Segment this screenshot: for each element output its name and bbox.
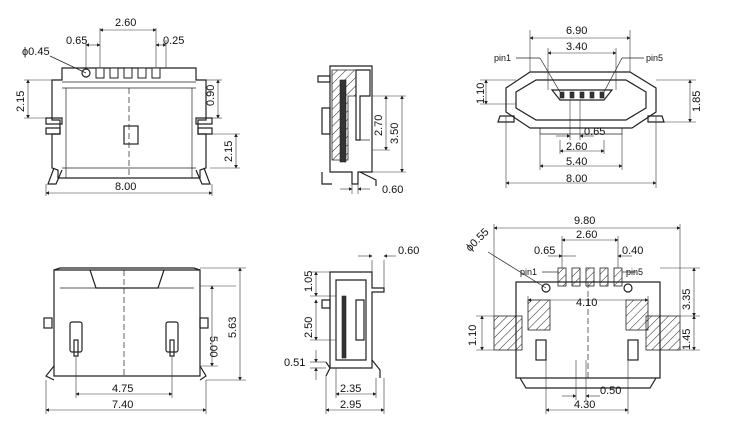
dim-label: 8.00 bbox=[566, 173, 587, 185]
alignment-hole-icon bbox=[623, 283, 633, 293]
dim-label: 3.35 bbox=[681, 289, 693, 310]
dim-label: 1.45 bbox=[681, 329, 693, 350]
dim-label: ϕ0.55 bbox=[464, 226, 492, 254]
dim-label: 2.70 bbox=[373, 115, 385, 136]
dim-label: 9.80 bbox=[574, 215, 595, 227]
dim-label: 0.25 bbox=[163, 35, 184, 47]
alignment-hole-icon bbox=[541, 283, 551, 293]
dim-label: 0.60 bbox=[398, 245, 419, 257]
mounting-pad-right bbox=[645, 315, 681, 351]
dim-label: 2.60 bbox=[115, 17, 136, 29]
dim-label: 2.95 bbox=[340, 399, 361, 411]
view-side-top: 2.70 3.50 0.60 bbox=[317, 65, 406, 196]
dim-label: 0.65 bbox=[584, 126, 605, 138]
dim-label: 2.50 bbox=[303, 317, 315, 338]
pin-row bbox=[95, 67, 161, 79]
view-side-bottom: 0.60 1.05 2.50 0.51 2.35 2.95 bbox=[284, 245, 419, 414]
dim-label: 7.40 bbox=[112, 399, 133, 411]
pin1-label: pin1 bbox=[494, 53, 511, 63]
signal-pads bbox=[557, 267, 623, 287]
dim-label: ϕ0.45 bbox=[22, 46, 50, 58]
dim-label: 1.10 bbox=[467, 325, 479, 346]
dim-label: 2.35 bbox=[340, 383, 361, 395]
dim-label: 1.05 bbox=[303, 271, 315, 292]
pin5-label: pin5 bbox=[626, 267, 643, 277]
dim-label: 2.15 bbox=[15, 91, 27, 112]
mounting-pad-left bbox=[493, 315, 523, 351]
dim-label: 5.40 bbox=[566, 156, 587, 168]
dim-label: 5.63 bbox=[227, 317, 239, 338]
view-front-top: 2.60 0.65 0.25 ϕ0.45 2.15 0.90 2.15 8.00 bbox=[15, 17, 240, 196]
dim-label: 0.40 bbox=[622, 245, 643, 257]
pin5-label: pin5 bbox=[646, 53, 663, 63]
dim-label: 2.15 bbox=[223, 141, 235, 162]
dim-label: 5.00 bbox=[207, 336, 219, 357]
dim-label: 0.50 bbox=[600, 385, 621, 397]
dim-label: 4.10 bbox=[576, 297, 597, 309]
view-mating-face: pin1 pin5 6.90 3.40 1.10 1.85 0.65 2.60 … bbox=[475, 25, 703, 188]
dim-label: 0.65 bbox=[66, 35, 87, 47]
pad-left-inner bbox=[527, 299, 551, 331]
alignment-hole-icon bbox=[81, 68, 91, 78]
dim-label: 1.10 bbox=[475, 83, 487, 104]
dim-label: 2.60 bbox=[576, 229, 597, 241]
view-top-bottom: 5.00 5.63 4.75 7.40 bbox=[43, 267, 246, 414]
dim-label: 0.60 bbox=[382, 184, 403, 196]
pad-right-inner bbox=[625, 299, 649, 331]
dim-label: 0.90 bbox=[205, 85, 217, 106]
dim-label: 1.85 bbox=[691, 91, 703, 112]
dim-label: 0.51 bbox=[284, 357, 305, 369]
dim-label: 2.60 bbox=[566, 141, 587, 153]
dim-label: 8.00 bbox=[115, 181, 136, 193]
pin1-label: pin1 bbox=[520, 267, 537, 277]
dim-label: 3.40 bbox=[566, 41, 587, 53]
dim-label: 4.75 bbox=[112, 383, 133, 395]
dim-label: 4.30 bbox=[574, 399, 595, 411]
dim-label: 3.50 bbox=[389, 123, 401, 144]
view-pcb-footprint: 9.80 ϕ0.55 0.65 2.60 0.40 pin1 pin5 4.10… bbox=[464, 215, 700, 414]
dim-label: 0.65 bbox=[534, 245, 555, 257]
dim-label: 6.90 bbox=[566, 25, 587, 37]
